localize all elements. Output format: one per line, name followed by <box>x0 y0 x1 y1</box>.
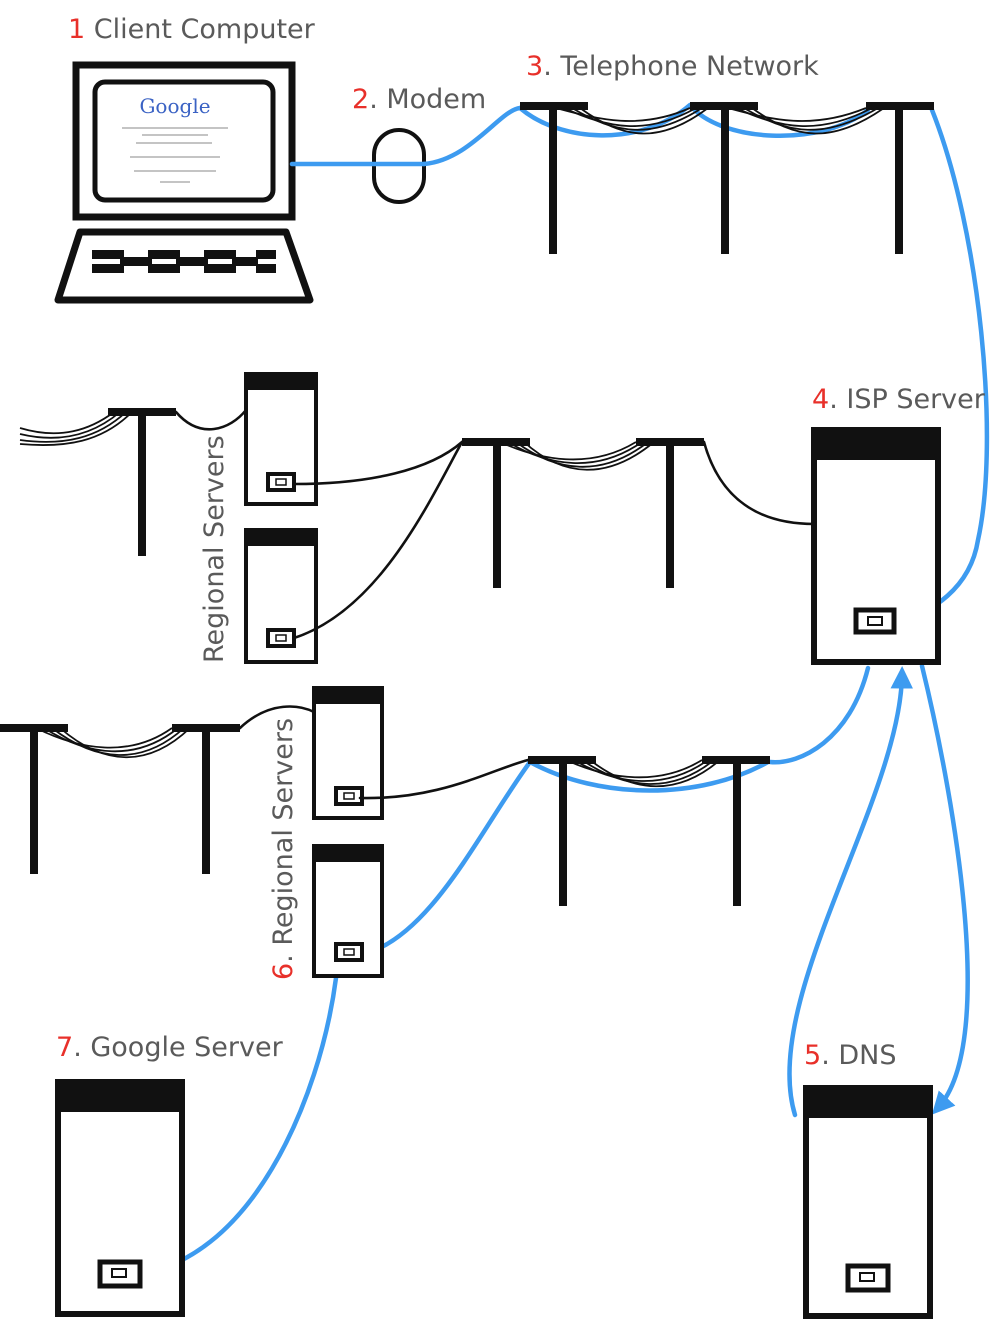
google-logo: Google <box>139 94 210 118</box>
label-google-server: 7. Google Server <box>56 1032 284 1063</box>
telephone-pole <box>636 438 704 588</box>
dns-server <box>806 1088 930 1316</box>
client-computer: Google <box>58 65 310 300</box>
isp-server <box>814 430 938 662</box>
google-server <box>58 1082 182 1314</box>
label-regional-servers-step-6: 6. Regional Servers <box>268 718 299 980</box>
telephone-pole <box>690 102 758 254</box>
telephone-pole <box>108 408 176 556</box>
telephone-pole <box>528 756 596 906</box>
label-isp-server: 4. ISP Server <box>812 384 986 415</box>
label-regional-servers: Regional Servers <box>199 435 230 663</box>
telephone-pole <box>462 438 530 588</box>
telephone-pole <box>702 756 770 906</box>
telephone-pole <box>866 102 934 254</box>
path-isp-to-network <box>770 668 868 762</box>
path-network-to-regional <box>360 762 530 955</box>
regional-server <box>314 846 382 976</box>
arrow-isp-to-dns <box>922 666 968 1108</box>
label-client-computer: 1 Client Computer <box>68 14 316 45</box>
label-modem: 2. Modem <box>352 84 486 115</box>
telephone-pole <box>0 724 68 874</box>
label-dns: 5. DNS <box>804 1040 896 1071</box>
regional-server <box>246 530 316 662</box>
telephone-wires <box>294 442 814 638</box>
telephone-pole <box>520 102 588 254</box>
telephone-network <box>520 102 934 254</box>
telephone-pole <box>172 724 240 874</box>
label-telephone-network: 3. Telephone Network <box>526 51 819 82</box>
path-modem-to-telephone <box>424 108 520 164</box>
